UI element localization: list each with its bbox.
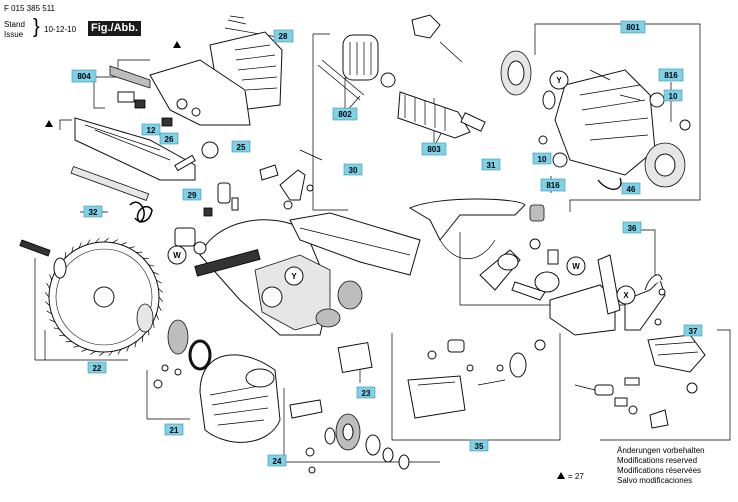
svg-text:10: 10 (669, 92, 678, 101)
saw-blade-teeth (44, 237, 164, 357)
modification-notes: Änderungen vorbehalten Modifications res… (617, 446, 705, 486)
callout-10-right: 10 (663, 89, 683, 102)
callout-816-top: 816 (658, 68, 684, 82)
svg-text:10: 10 (538, 155, 547, 164)
motor-housing (500, 50, 691, 190)
callout-35: 35 (469, 439, 489, 452)
svg-text:816: 816 (546, 181, 560, 190)
callout-816-left: 816 (540, 178, 566, 192)
issue-date: 10-12-10 (44, 25, 77, 34)
svg-text:24: 24 (273, 457, 282, 466)
lower-blade-guard (153, 339, 281, 443)
hood-part (647, 334, 706, 394)
callout-801: 801 (620, 20, 646, 34)
svg-text:29: 29 (188, 191, 197, 200)
callout-29: 29 (182, 188, 202, 201)
handle-assembly (74, 15, 283, 181)
marker-w-guard: W (167, 245, 187, 265)
svg-text:803: 803 (427, 145, 441, 154)
marker-y-guard: Y (284, 266, 304, 286)
callout-36: 36 (622, 221, 642, 234)
svg-text:26: 26 (165, 135, 174, 144)
marker-w-latch: W (566, 256, 586, 276)
svg-text:21: 21 (170, 426, 179, 435)
svg-text:Y: Y (556, 76, 562, 85)
svg-text:23: 23 (362, 389, 371, 398)
svg-text:25: 25 (237, 143, 246, 152)
svg-text:802: 802 (338, 110, 352, 119)
marker-x-latch: X (616, 285, 636, 305)
document-number: F 015 385 511 (4, 4, 56, 13)
figure-label: Fig./Abb. 1 (88, 21, 141, 49)
svg-text:37: 37 (689, 327, 698, 336)
spindle-stack (289, 399, 410, 474)
svg-text:31: 31 (487, 161, 496, 170)
latch-assembly (479, 238, 666, 336)
bottom-center-parts (407, 339, 546, 419)
lower-right-parts (574, 377, 669, 429)
svg-text:30: 30 (349, 166, 358, 175)
svg-text:22: 22 (93, 364, 102, 373)
marker-y-motor: Y (549, 70, 569, 90)
issue-label: Issue (4, 30, 24, 39)
callout-21: 21 (164, 423, 184, 436)
spring-and-rod (70, 165, 207, 255)
callout-25: 25 (231, 140, 251, 153)
svg-text:X: X (623, 291, 629, 300)
brace-glyph: } (33, 16, 40, 38)
motor-assembly (317, 14, 486, 139)
callout-37: 37 (683, 324, 703, 337)
callout-31: 31 (481, 158, 501, 171)
svg-text:36: 36 (628, 224, 637, 233)
callout-32: 32 (83, 205, 103, 218)
svg-text:28: 28 (279, 32, 288, 41)
stand-label: Stand (4, 20, 25, 29)
svg-text:W: W (173, 251, 181, 260)
callout-46: 46 (621, 182, 641, 195)
callout-26: 26 (159, 132, 179, 145)
upper-guard-assembly (194, 198, 545, 373)
note-en: Modifications reserved (617, 456, 698, 465)
svg-text:Y: Y (291, 272, 297, 281)
note-fr: Modifications réservées (617, 466, 702, 475)
svg-text:12: 12 (147, 126, 156, 135)
svg-text:35: 35 (475, 442, 484, 451)
triangle-note: = 27 (568, 472, 584, 481)
svg-text:W: W (572, 262, 580, 271)
callout-12: 12 (141, 123, 161, 136)
saw-blade (19, 237, 189, 357)
svg-text:801: 801 (626, 23, 640, 32)
svg-text:32: 32 (89, 208, 98, 217)
callout-28: 28 (273, 29, 294, 43)
callout-802: 802 (332, 107, 358, 121)
triangle-markers (45, 41, 565, 479)
callout-804: 804 (71, 69, 97, 83)
svg-text:804: 804 (77, 72, 91, 81)
note-es: Salvo modificaciones (617, 476, 693, 485)
callout-30: 30 (343, 163, 363, 176)
callout-22: 22 (87, 361, 107, 374)
note-de: Änderungen vorbehalten (617, 446, 705, 455)
callout-803: 803 (421, 142, 447, 156)
callout-24: 24 (267, 454, 287, 467)
callout-23: 23 (356, 386, 376, 399)
svg-text:46: 46 (627, 185, 636, 194)
svg-text:816: 816 (664, 71, 678, 80)
callout-10-left: 10 (532, 152, 552, 165)
small-parts-group (203, 149, 323, 217)
